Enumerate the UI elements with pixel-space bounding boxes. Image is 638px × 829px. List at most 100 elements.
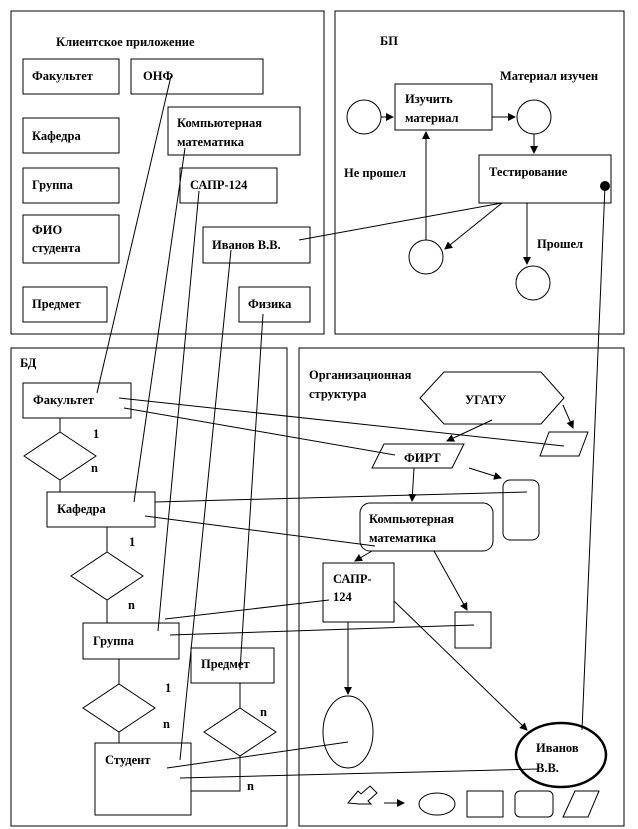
legend-rounded-rectangle — [514, 790, 554, 818]
arrow-firt-to-node — [468, 467, 502, 480]
passed-label: Прошел — [537, 237, 583, 251]
university-hexagon — [419, 371, 565, 425]
student-value: Иванов В.В. — [212, 238, 281, 252]
db-faculty-entity — [22, 382, 132, 419]
university-label: УГАТУ — [465, 393, 506, 407]
faculty-label: Факультет — [32, 69, 93, 83]
student-label-box — [22, 214, 120, 264]
department-label-box — [22, 117, 120, 154]
legend-parallelogram — [562, 790, 600, 818]
group-card-n: n — [163, 717, 170, 731]
arrow-department-to-square — [433, 550, 468, 611]
group-value: САПР-124 — [190, 178, 248, 192]
arrow-group-to-student — [393, 600, 528, 731]
student-card-n: n — [247, 779, 254, 793]
department-value-line2: математика — [177, 135, 245, 149]
department-card-n: n — [128, 598, 135, 612]
subject-label-box — [22, 286, 108, 323]
arrow-university-to-node — [562, 404, 574, 429]
group-line1: САПР- — [333, 572, 372, 586]
not-passed-label: Не прошел — [344, 166, 406, 180]
student-label-line2: студента — [32, 241, 81, 255]
faculty-value-field[interactable] — [130, 58, 264, 95]
arrow-university-to-firt — [446, 419, 493, 442]
db-group-entity — [82, 622, 180, 660]
legend-arrow-shape — [347, 785, 378, 805]
study-task-line2: материал — [405, 111, 459, 125]
map-db-department-to-org — [144, 515, 376, 547]
passed-event-circle — [515, 265, 551, 301]
subject-value: Физика — [248, 297, 292, 311]
map-bp-to-org-student — [581, 185, 606, 731]
department-value-field[interactable] — [167, 106, 301, 156]
testing-task-box — [478, 154, 612, 204]
faculty-node-rounded-rect — [502, 479, 540, 541]
faculty-label-box — [22, 58, 120, 95]
db-student-entity — [94, 742, 192, 816]
department-rounded-box — [359, 502, 494, 552]
db-subject-label: Предмет — [201, 657, 250, 671]
group-node-square — [454, 611, 492, 649]
group-label: Группа — [32, 178, 74, 192]
map-group — [157, 190, 200, 632]
group-line2: 124 — [333, 590, 353, 604]
db-department-entity — [46, 491, 156, 528]
org-title-line2: структура — [309, 387, 367, 401]
department-label: Кафедра — [32, 129, 81, 143]
start-event-circle — [346, 99, 382, 135]
study-task-line1: Изучить — [405, 92, 453, 106]
student-ellipse — [514, 721, 608, 789]
testing-task-label: Тестирование — [489, 165, 568, 179]
group-node-ellipse — [322, 695, 374, 769]
material-studied-label: Материал изучен — [500, 69, 598, 83]
subject-card-n: n — [260, 705, 267, 719]
legend-ellipse — [418, 792, 456, 816]
db-subject-entity — [190, 647, 275, 684]
map-db-faculty-to-firt — [123, 407, 396, 456]
map-subject — [239, 313, 264, 671]
bp-title: БП — [380, 34, 398, 48]
group-value-field[interactable] — [179, 167, 278, 204]
student-value-field[interactable] — [202, 226, 311, 264]
org-title-line1: Организационная — [309, 368, 412, 382]
subject-label: Предмет — [32, 297, 81, 311]
map-db-student-to-org-student — [179, 768, 539, 779]
flow-testing-to-not-passed — [444, 202, 503, 250]
arrow-department-to-group — [354, 550, 373, 562]
map-db-department-to-node — [154, 491, 528, 503]
faculty-value: ОНФ — [143, 69, 173, 83]
subject-value-field[interactable] — [238, 286, 311, 323]
department-line2: математика — [369, 531, 437, 545]
student-line2: В.В. — [536, 761, 559, 775]
map-db-student-to-ellipse — [166, 741, 349, 769]
department-value-line1: Компьютерная — [177, 116, 262, 130]
map-student — [179, 249, 232, 761]
studied-event-circle — [516, 99, 552, 135]
student-label-line1: ФИО — [32, 223, 62, 237]
group-card-one: 1 — [165, 681, 171, 695]
group-box — [322, 562, 395, 623]
db-group-label: Группа — [93, 634, 135, 648]
map-db-group-to-square — [169, 624, 475, 636]
db-title: БД — [20, 356, 37, 370]
firt-label: ФИРТ — [404, 451, 441, 465]
client-app-title: Клиентское приложение — [56, 35, 195, 49]
map-db-faculty-to-university — [118, 397, 565, 447]
department-card-one: 1 — [129, 535, 135, 549]
group-label-box — [22, 167, 120, 204]
db-student-label: Студент — [105, 753, 151, 767]
study-task-box — [394, 83, 493, 131]
db-department-label: Кафедра — [57, 502, 106, 516]
firt-parallelogram — [371, 443, 465, 469]
db-faculty-label: Факультет — [33, 393, 94, 407]
map-db-group-to-org-group — [164, 599, 330, 620]
faculty-card-n: n — [91, 461, 98, 475]
map-department — [133, 147, 186, 503]
faculty-card-one: 1 — [93, 427, 99, 441]
university-node-parallelogram — [539, 431, 589, 457]
legend-rectangle — [466, 790, 504, 818]
not-passed-event-circle — [408, 239, 444, 275]
student-line1: Иванов — [536, 741, 579, 755]
map-faculty — [96, 75, 172, 394]
